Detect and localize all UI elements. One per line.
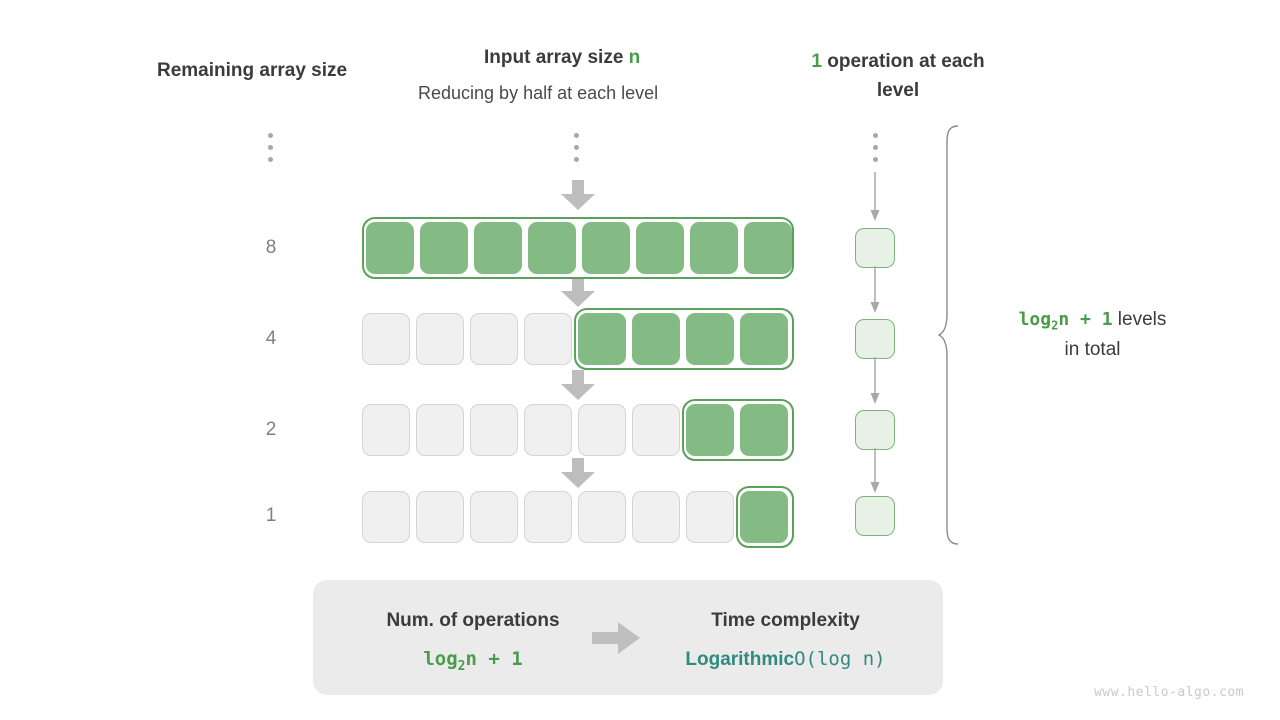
array-cell [744, 222, 792, 274]
array-row-level-3 [362, 399, 794, 461]
ellipsis-icon-array-column [572, 133, 580, 162]
array-row-level-4 [362, 486, 794, 548]
array-cell [740, 404, 788, 456]
summary-complexity-value: LogarithmicO(log n) [643, 648, 928, 671]
summary-operations-value: log2n + 1 [423, 648, 523, 674]
brace-icon [938, 125, 959, 545]
connector-arrow-icon-3 [870, 448, 880, 493]
array-cell [686, 313, 734, 365]
row-label-level-1: 8 [265, 237, 277, 258]
summary-operations-title: Num. of operations [386, 610, 560, 631]
array-cell-empty [578, 404, 626, 456]
levels-note-text: levels [1112, 309, 1167, 330]
heading-input-array-size-text: Input array size [484, 47, 629, 68]
operation-cell-level-4 [855, 496, 895, 536]
summary-complexity-title: Time complexity [711, 610, 860, 631]
array-cell [578, 313, 626, 365]
ellipsis-icon-operations-column [871, 133, 879, 162]
array-row-level-2 [362, 308, 794, 370]
heading-operations-per-level: 1 operation at each level [798, 47, 998, 106]
array-cell-empty [470, 491, 518, 543]
summary-left-column: Num. of operations log2n + 1 [333, 610, 613, 674]
heading-input-array-size-accent: n [628, 47, 641, 68]
summary-right-column: Time complexity LogarithmicO(log n) [643, 610, 928, 671]
array-cell-empty [578, 491, 626, 543]
array-cell [582, 222, 630, 274]
array-cell-empty [470, 404, 518, 456]
heading-input-array-size: Input array size n [484, 47, 640, 69]
array-cell-empty [524, 313, 572, 365]
array-cell [420, 222, 468, 274]
right-arrow-icon [592, 622, 640, 654]
array-cell-empty [416, 313, 464, 365]
levels-note-text-line2: in total [1064, 339, 1121, 361]
down-arrow-icon-4 [561, 458, 595, 488]
down-arrow-icon-1 [561, 180, 595, 210]
array-cell [366, 222, 414, 274]
array-cell [740, 313, 788, 365]
connector-arrow-icon-0 [870, 172, 880, 221]
down-arrow-icon-3 [561, 370, 595, 400]
heading-reducing-subtitle: Reducing by half at each level [418, 83, 659, 103]
ellipsis-icon-left-column [266, 133, 274, 162]
operation-cell-level-1 [855, 228, 895, 268]
row-label-level-2: 4 [265, 328, 277, 349]
array-cell-empty [362, 404, 410, 456]
array-cell [474, 222, 522, 274]
array-cell-empty [524, 491, 572, 543]
complexity-word: Logarithmic [685, 649, 795, 670]
array-cell-empty [686, 491, 734, 543]
connector-arrow-icon-2 [870, 357, 880, 404]
array-cell-empty [416, 491, 464, 543]
levels-formula: log2n + 1 [1018, 309, 1113, 333]
array-cell [528, 222, 576, 274]
array-cell-empty [470, 313, 518, 365]
array-cell-empty [416, 404, 464, 456]
levels-note: log2n + 1 levels in total [985, 305, 1200, 365]
array-cell-empty [362, 491, 410, 543]
array-cell-empty [632, 404, 680, 456]
row-label-level-3: 2 [265, 419, 277, 440]
array-cell-empty [524, 404, 572, 456]
array-row-level-1 [362, 217, 794, 279]
watermark: www.hello-algo.com [1094, 685, 1244, 700]
array-cell [636, 222, 684, 274]
operation-cell-level-3 [855, 410, 895, 450]
heading-remaining-array-size: Remaining array size [157, 60, 348, 81]
array-cell-empty [632, 491, 680, 543]
array-cell [632, 313, 680, 365]
connector-arrow-icon-1 [870, 266, 880, 313]
row-label-level-4: 1 [265, 505, 277, 526]
array-cell [686, 404, 734, 456]
array-cell [690, 222, 738, 274]
down-arrow-icon-2 [561, 277, 595, 307]
complexity-bigo: O(log n) [794, 648, 886, 670]
heading-operations-text: operation at each level [821, 51, 985, 102]
array-cell-empty [362, 313, 410, 365]
heading-operations-accent: 1 [811, 51, 822, 72]
operation-cell-level-2 [855, 319, 895, 359]
array-cell [740, 491, 788, 543]
